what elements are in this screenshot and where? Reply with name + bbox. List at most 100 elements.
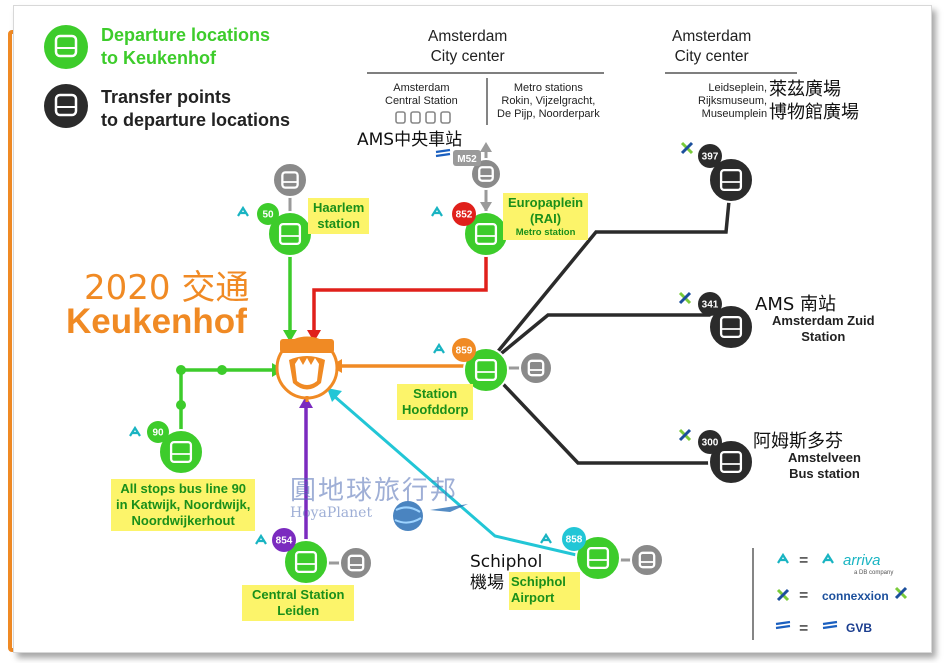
svg-text:341: 341 [702, 300, 719, 311]
badge-852: 852 [452, 202, 476, 226]
connexxion-marker-icon [678, 428, 692, 442]
arriva-logo: arriva [843, 552, 881, 569]
haarlem-bus-icon [267, 211, 313, 257]
label-line90: All stops bus line 90 in Katwijk, Noordw… [111, 479, 256, 531]
svg-text:854: 854 [276, 536, 293, 547]
badge-m52: M52 [453, 150, 481, 166]
metro-icon [425, 111, 436, 124]
route-397 [484, 179, 733, 368]
metro-icon [440, 111, 451, 124]
eq-connexxion: = [799, 587, 809, 604]
legend-departure-label: Departure locations to Keukenhof [101, 25, 271, 68]
label-europaplein: Europaplein (RAI)Metro station [503, 193, 589, 240]
watermark-globe-icon [393, 501, 468, 531]
svg-text:M52: M52 [457, 154, 477, 165]
schiphol-train-icon [630, 543, 664, 577]
haarlem-train-icon [272, 162, 308, 198]
central-station-label: Amsterdam Central Station [385, 82, 458, 107]
zuid-label: Amsterdam Zuid Station [772, 313, 875, 344]
keukenhof-tulip-icon [275, 336, 339, 402]
schiphol-bus-icon [575, 535, 621, 581]
route-300 [484, 364, 731, 465]
legend-connexxion-logo-icon [894, 586, 908, 600]
hoofddorp-bus-icon [463, 347, 509, 393]
label-schiphol: Schiphol Airport [509, 572, 580, 610]
arriva-marker-icon [255, 533, 267, 545]
connexxion-logo: connexxion [822, 589, 889, 603]
leidseplein-label: Leidseplein, Rijksmuseum, Museumplein [698, 82, 768, 120]
amstelveen-bus-icon [708, 439, 754, 485]
legend-gvb-icon [775, 620, 791, 630]
arriva-marker-icon [540, 532, 552, 544]
svg-text:397: 397 [702, 152, 719, 163]
badge-858: 858 [562, 527, 586, 551]
badge-300: 300 [698, 430, 722, 454]
leiden-train-icon [339, 546, 373, 580]
arriva-marker-icon [433, 342, 445, 354]
stop-dot [217, 365, 227, 375]
metro-icon [410, 111, 421, 124]
arriva-marker-icon [129, 425, 141, 437]
arriva-sub: a DB company [854, 570, 894, 576]
connexxion-marker-icon [680, 141, 694, 155]
metro-stations-label: Metro stations Rokin, Vijzelgracht, De P… [497, 82, 600, 120]
arriva-marker-icon [237, 205, 249, 217]
stop-dot [176, 365, 186, 375]
amstelveen-zh-label: 阿姆斯多芬 [753, 431, 843, 452]
svg-text:859: 859 [456, 346, 473, 357]
svg-text:50: 50 [262, 210, 274, 221]
ams-central-zh-label: AMS中央車站 [357, 130, 463, 150]
arrow-852 [307, 330, 321, 342]
arrow-up [480, 142, 492, 152]
stop-dot [176, 400, 186, 410]
badge-397: 397 [698, 144, 722, 168]
badge-90: 90 [147, 421, 169, 443]
map-sheet [13, 5, 932, 653]
leidseplein-bus-icon [708, 157, 754, 203]
zuid-bus-icon [708, 304, 754, 350]
title-year: 2020 交通 [84, 268, 250, 308]
legend-connexxion-icon [776, 588, 790, 602]
eq-arriva: = [799, 552, 809, 569]
header-city-center-left: Amsterdam City center [428, 28, 508, 65]
europaplein-sub: Metro station [515, 227, 576, 238]
badge-341: 341 [698, 292, 722, 316]
legend-dark-bus-icon [44, 84, 88, 128]
schiphol-zh-label: Schiphol 機場 [470, 552, 543, 593]
title-keukenhof: Keukenhof [66, 302, 247, 341]
route-852 [312, 238, 488, 333]
watermark-zh: 圓地球旅行邦 [290, 476, 459, 506]
svg-text:852: 852 [456, 210, 473, 221]
arrow-down [480, 202, 492, 212]
label-hoofddorp: Station Hoofddorp [397, 384, 474, 420]
arrow-50 [283, 330, 297, 342]
badge-854: 854 [272, 528, 296, 552]
arrow-858 [327, 388, 342, 402]
label-haarlem: Haarlem station [308, 198, 370, 234]
arriva-marker-icon [431, 205, 443, 217]
metro-icon [395, 111, 406, 124]
legend-gvb-logo-icon [822, 620, 838, 630]
zuid-zh-label: AMS 南站 [755, 294, 836, 315]
legend-transfer-label: Transfer points to departure locations [101, 87, 291, 130]
connexxion-marker-icon [678, 291, 692, 305]
europaplein-bus-icon [463, 211, 509, 257]
svg-text:858: 858 [566, 535, 583, 546]
hoofddorp-train-icon [519, 351, 553, 385]
header-city-center-right: Amsterdam City center [672, 28, 752, 65]
badge-859: 859 [452, 338, 476, 362]
metro-transfer-icon [470, 158, 502, 190]
legend-arriva-logo-icon [822, 552, 834, 564]
legend-green-bus-icon [44, 25, 88, 69]
metro-icons [395, 111, 451, 124]
amstelveen-label: Amstelveen Bus station [788, 450, 861, 481]
route-858 [333, 394, 599, 562]
eq-gvb: = [799, 620, 809, 637]
svg-text:90: 90 [152, 428, 164, 439]
leidseplein-zh-label: 萊茲廣場 博物館廣場 [769, 79, 859, 123]
gvb-marker-icon [435, 148, 451, 158]
badge-50: 50 [257, 203, 279, 225]
svg-text:300: 300 [702, 438, 719, 449]
